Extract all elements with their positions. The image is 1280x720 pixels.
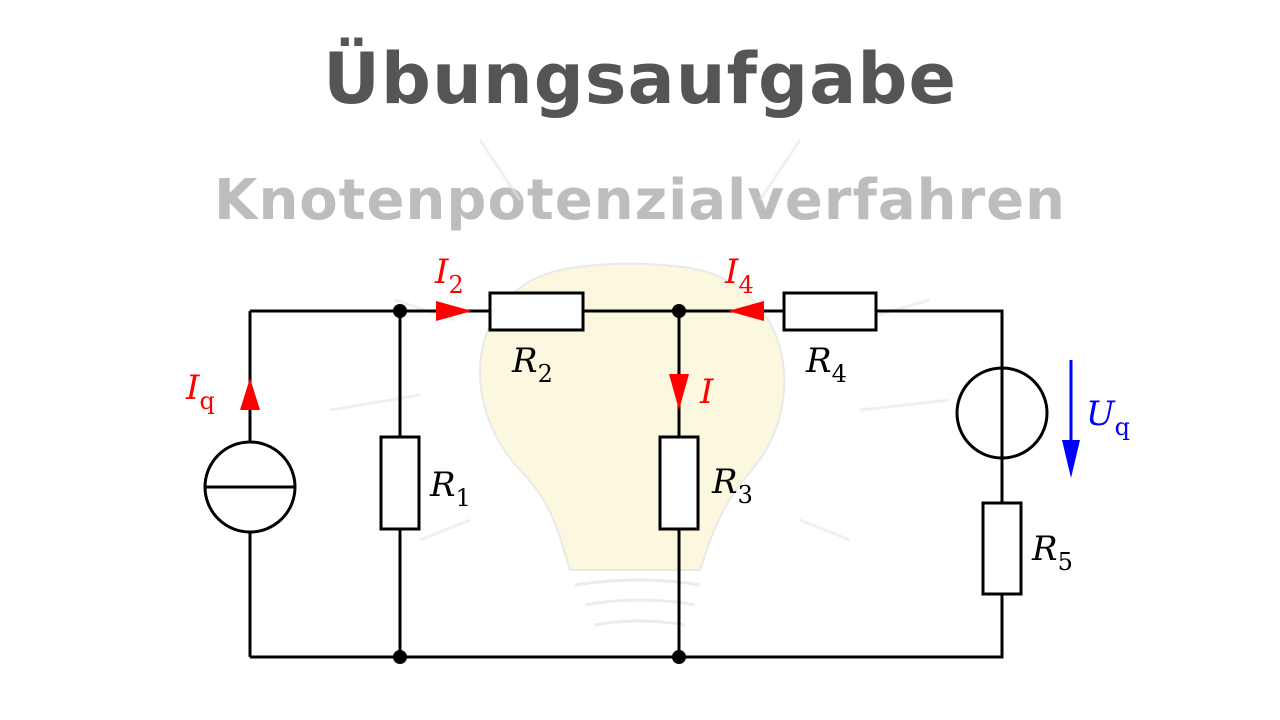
label-i2: I2 xyxy=(434,252,464,299)
label-r2: R2 xyxy=(511,341,553,388)
node-bottom-middle xyxy=(672,650,686,664)
label-uq: Uq xyxy=(1086,394,1130,441)
label-r3: R3 xyxy=(711,462,753,509)
resistor-r3 xyxy=(658,435,700,531)
current-arrow-i-icon xyxy=(669,374,689,410)
voltage-arrow-uq-icon xyxy=(1062,360,1080,478)
label-i: I xyxy=(699,372,714,412)
label-r1: R1 xyxy=(429,465,471,512)
current-arrow-i4-icon xyxy=(728,301,764,321)
circuit-wires xyxy=(248,309,1004,659)
current-source-icon xyxy=(203,440,297,534)
node-bottom-left xyxy=(393,650,407,664)
label-r4: R4 xyxy=(805,341,847,388)
node-top-left xyxy=(393,304,407,318)
page-subtitle: Knotenpotenzialverfahren xyxy=(214,168,1066,233)
lightbulb-watermark-icon xyxy=(329,139,951,627)
resistor-r1 xyxy=(379,435,421,531)
voltage-source-icon xyxy=(955,366,1049,460)
resistor-r5 xyxy=(981,501,1023,596)
page-title: Übungsaufgabe xyxy=(323,38,957,120)
resistor-r2 xyxy=(488,291,585,332)
current-arrow-i2-icon xyxy=(436,301,472,321)
current-arrow-iq-icon xyxy=(240,378,260,410)
resistor-r4 xyxy=(782,291,878,332)
node-top-middle xyxy=(672,304,686,318)
label-iq: Iq xyxy=(185,368,215,415)
label-i4: I4 xyxy=(724,252,754,299)
label-r5: R5 xyxy=(1031,529,1073,576)
